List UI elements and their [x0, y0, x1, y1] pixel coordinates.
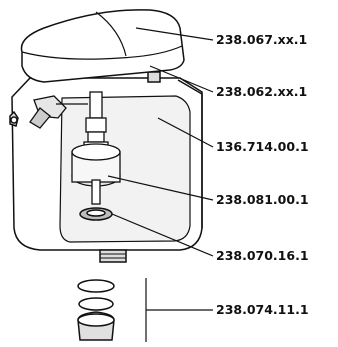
lid-cover-part: [20, 9, 185, 83]
inlet-valve-arm: [29, 95, 88, 129]
leader-lines: [107, 27, 214, 342]
label-238-074: 238.074.11.1: [216, 302, 309, 317]
label-238-067: 238.067.xx.1: [216, 32, 307, 47]
label-136-714: 136.714.00.1: [216, 139, 309, 154]
seal-ring: [79, 207, 113, 221]
label-238-062: 238.062.xx.1: [216, 84, 307, 99]
label-238-081: 238.081.00.1: [216, 192, 309, 207]
part-number-labels: 238.067.xx.1 238.062.xx.1 136.714.00.1 2…: [216, 32, 309, 317]
label-238-070: 238.070.16.1: [216, 248, 309, 263]
float-valve-assembly: [71, 91, 121, 205]
coupling-parts: [77, 279, 115, 341]
